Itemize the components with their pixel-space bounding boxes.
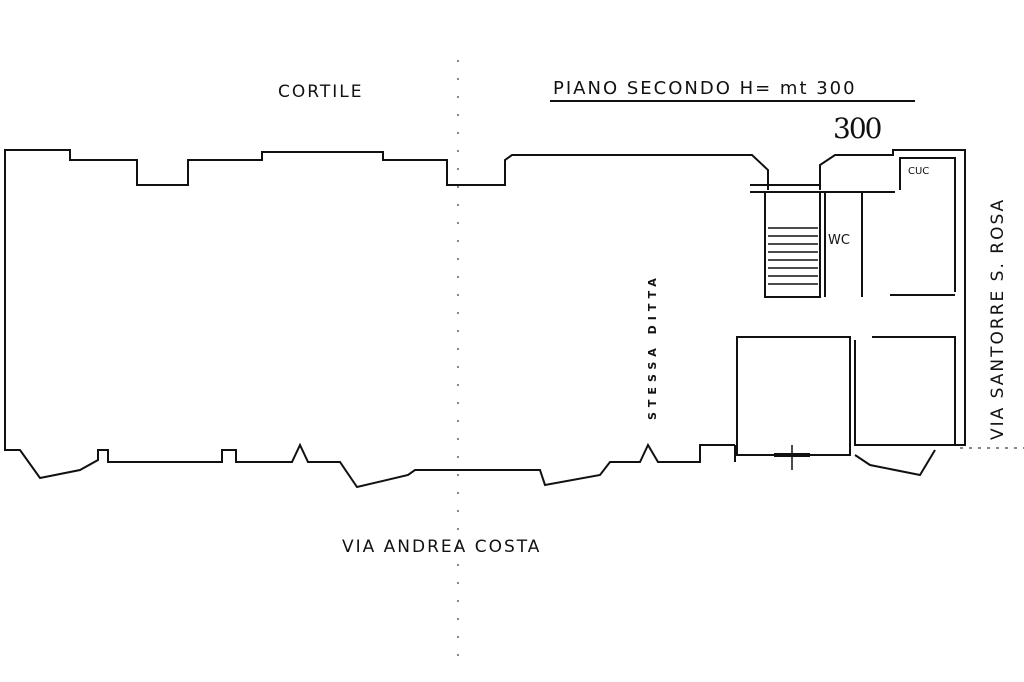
wc-label: WC bbox=[828, 233, 850, 248]
building-outline bbox=[4, 149, 769, 489]
kitchen-wall bbox=[899, 157, 956, 292]
balcony bbox=[854, 449, 936, 477]
stairwell bbox=[764, 191, 821, 298]
room-bottom-right bbox=[854, 336, 956, 446]
room-bottom-left bbox=[736, 336, 851, 456]
street-front-label: VIA ANDREA COSTA bbox=[342, 537, 542, 557]
floor-title: PIANO SECONDO H= mt 300 bbox=[553, 78, 857, 99]
stair-steps bbox=[768, 227, 818, 285]
right-outer-wall bbox=[819, 149, 966, 446]
courtyard-label: CORTILE bbox=[278, 82, 364, 102]
street-side-label: VIA SANTORRE S. ROSA bbox=[988, 197, 1008, 440]
height-note: 300 bbox=[833, 112, 882, 145]
kitchen-label: CUC bbox=[908, 166, 930, 177]
same-owner-label: STESSA DITTA bbox=[646, 273, 659, 420]
